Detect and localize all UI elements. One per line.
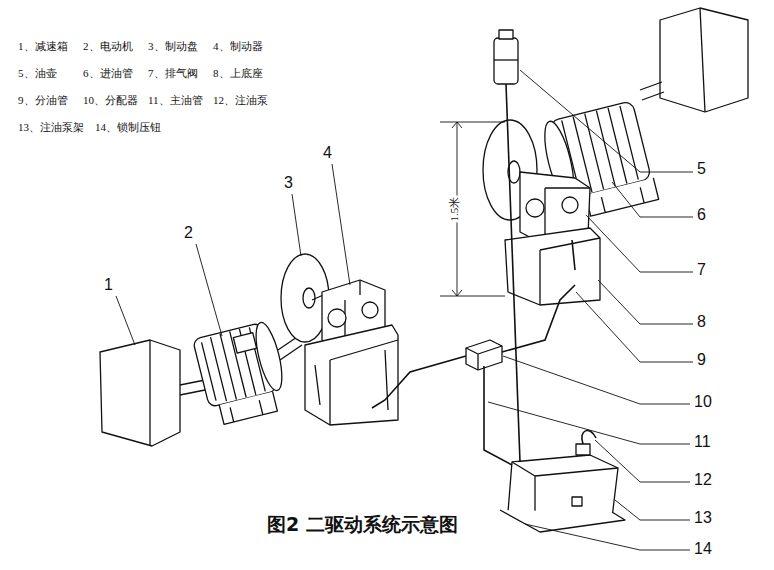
callout-number: 8 <box>697 313 706 331</box>
part-list-entry: 14、锁制压钮 <box>95 121 161 133</box>
callout-number: 1 <box>104 276 113 294</box>
part-list-entry: 5、油壶 <box>18 67 57 79</box>
callout-number: 12 <box>694 471 712 489</box>
callout-number: 7 <box>697 261 706 279</box>
part-list-entry: 9、分油管 <box>18 94 68 106</box>
part-list-entry: 12、注油泵 <box>213 94 268 106</box>
part-list-entry: 1、减速箱 <box>18 40 68 52</box>
callout-number: 4 <box>323 144 332 162</box>
callout-number: 6 <box>697 206 706 224</box>
dimension-label: 1.5米 <box>448 196 460 223</box>
callout-number: 10 <box>694 393 712 411</box>
figure-caption: 图2 二驱动系统示意图 <box>267 514 458 535</box>
part-list-entry: 11、主油管 <box>148 94 203 106</box>
part-list-entry: 2、电动机 <box>83 40 133 52</box>
part-list-entry: 7、排气阀 <box>148 67 198 79</box>
part-list-entry: 8、上底座 <box>213 67 263 79</box>
part-list-entry: 10、分配器 <box>83 94 138 106</box>
callout-number: 14 <box>694 540 712 558</box>
callout-number: 13 <box>694 509 712 527</box>
part-list-entry: 6、进油管 <box>83 67 133 79</box>
part-list-entry: 4、制动器 <box>213 40 263 52</box>
part-list-entry: 13、注油泵架 <box>18 121 84 133</box>
callout-number: 3 <box>284 174 293 192</box>
callout-number: 5 <box>697 160 706 178</box>
callout-number: 2 <box>184 224 193 242</box>
callout-number: 11 <box>694 433 711 451</box>
part-list-entry: 3、制动盘 <box>148 40 198 52</box>
callout-number: 9 <box>697 351 706 369</box>
